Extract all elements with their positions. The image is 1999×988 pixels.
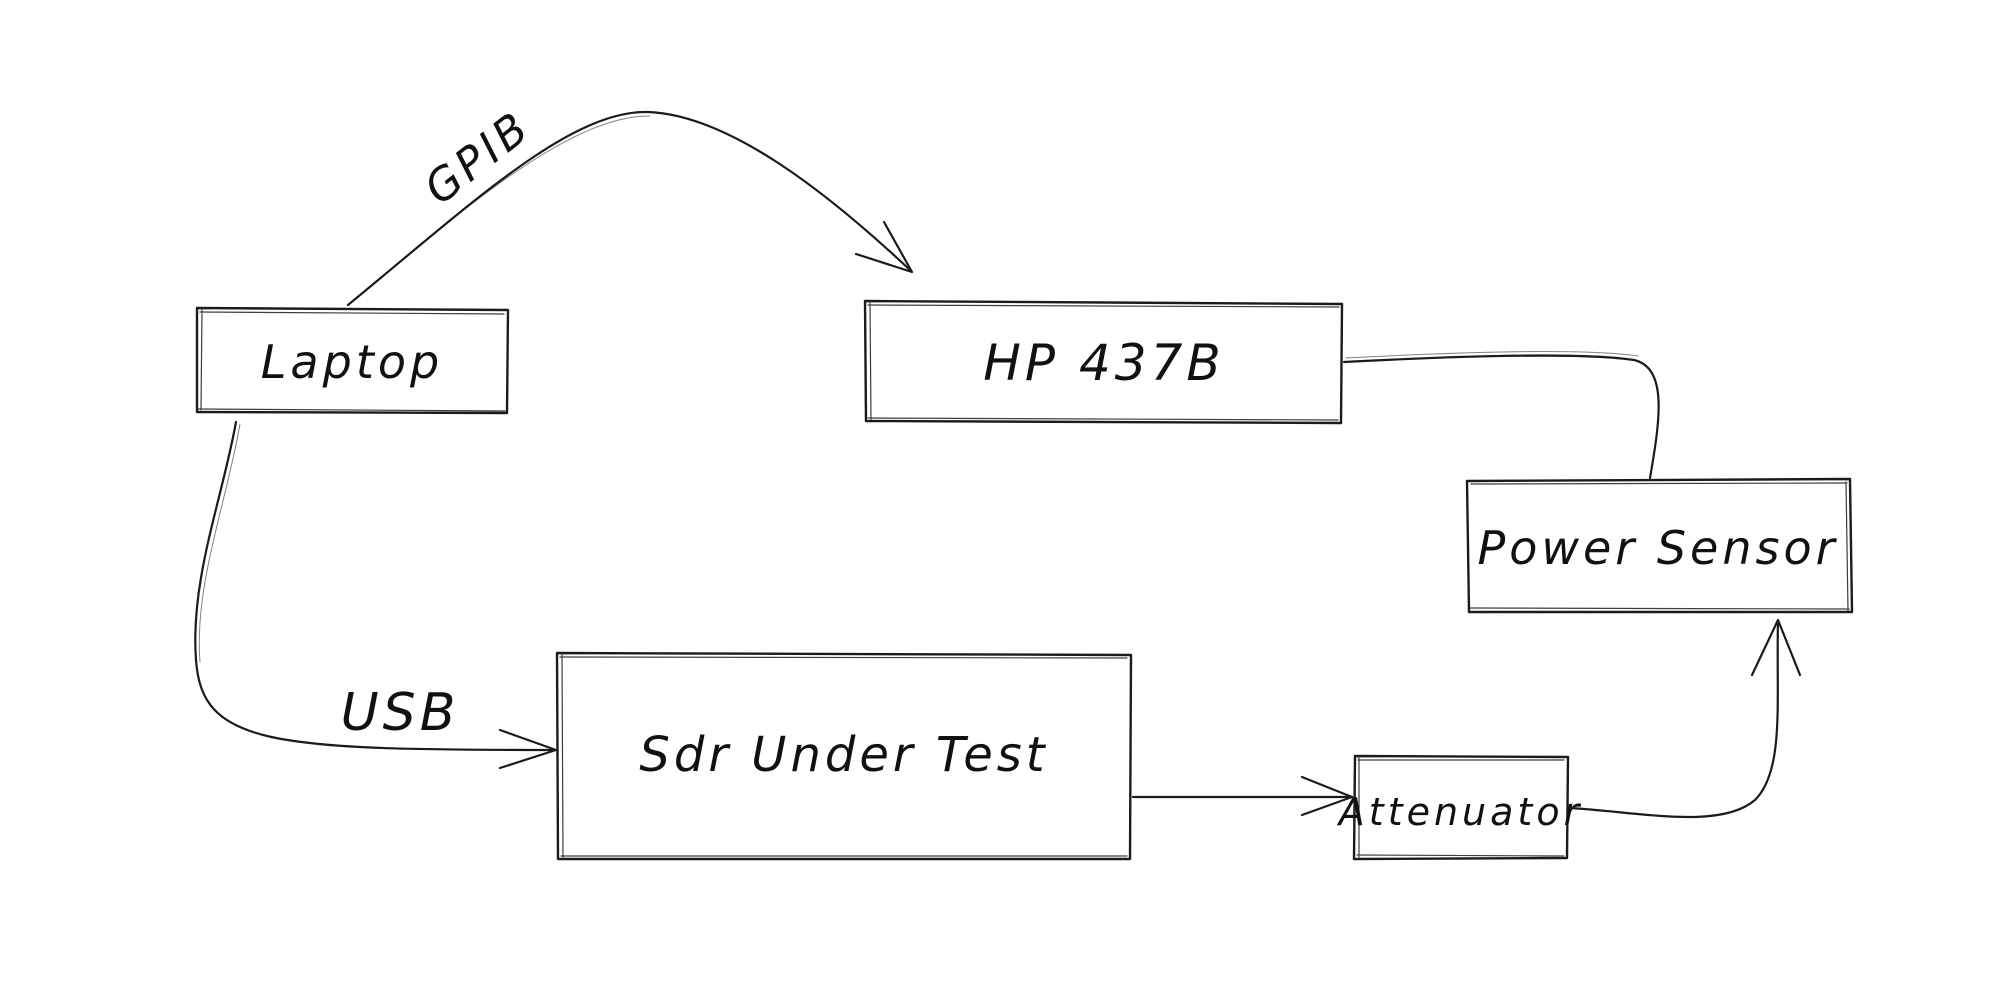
gpib-arrowhead [854, 220, 914, 274]
power-sensor-arrowhead [1750, 618, 1802, 677]
laptop-node: Laptop [195, 306, 510, 415]
usb-label: USB [341, 683, 460, 743]
attenuator-node: Attenuator [1336, 754, 1583, 861]
power-sensor-node: Power Sensor [1465, 477, 1854, 614]
attenuator-to-power-sensor-connector [1568, 618, 1802, 819]
power-sensor-label: Power Sensor [1477, 521, 1838, 575]
laptop-label: Laptop [261, 335, 443, 389]
attenuator-label: Attenuator [1336, 790, 1583, 834]
usb-connector: USB [194, 420, 558, 770]
attenuator-arrowhead [1300, 775, 1354, 817]
hp437b-node: HP 437B [863, 299, 1344, 425]
gpib-connector: GPIB [346, 101, 914, 307]
hp437b-to-power-sensor-connector [1342, 351, 1660, 480]
usb-arrowhead [498, 728, 558, 770]
sdr-node: Sdr Under Test [555, 651, 1133, 861]
sdr-label: Sdr Under Test [639, 727, 1048, 783]
hp437b-label: HP 437B [983, 334, 1224, 392]
sdr-to-attenuator-connector [1131, 775, 1354, 817]
